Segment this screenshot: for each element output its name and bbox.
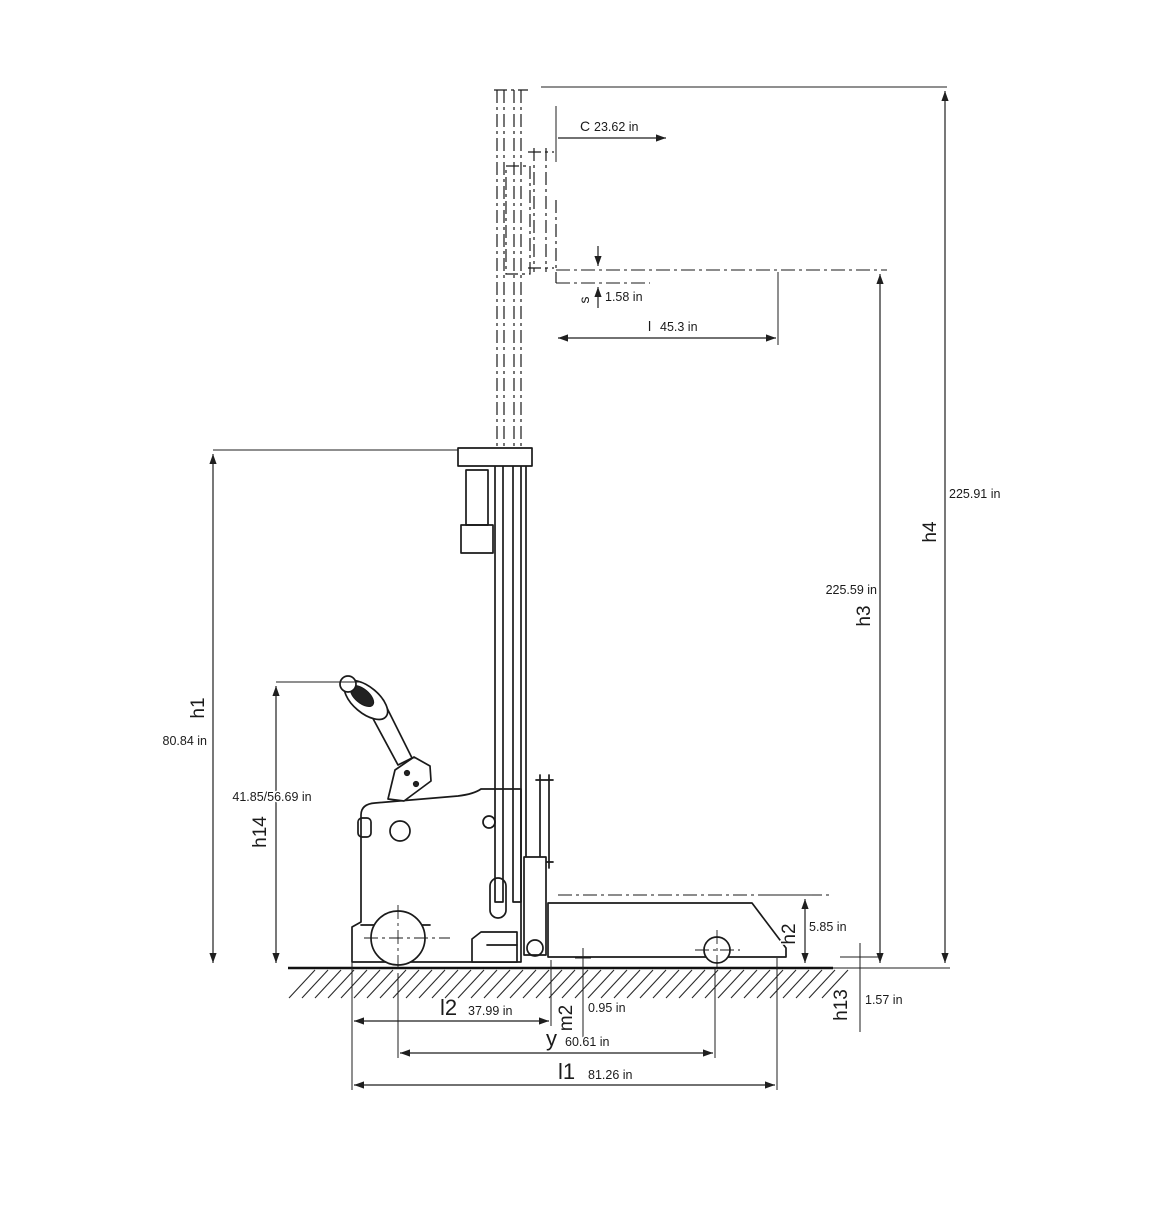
tiller-console	[387, 756, 432, 802]
lift-cylinder	[465, 469, 489, 526]
drive-wheel	[364, 905, 450, 974]
dim-h14: h14 41.85/56.69 in	[231, 686, 313, 963]
fork-raised-phantom	[556, 269, 887, 284]
body-grip-slot	[489, 877, 507, 919]
dim-h2-label: h2	[779, 923, 800, 944]
dim-s-label: s	[576, 297, 592, 304]
dim-l: l 45.3 in	[558, 317, 776, 342]
tiller-handle	[339, 675, 389, 721]
dim-m2: m2 0.95 in	[555, 1000, 628, 1033]
dim-h3: h3 225.59 in	[824, 274, 884, 963]
dim-h1-label: h1	[188, 697, 209, 718]
body-round-hole	[389, 820, 411, 842]
dim-h14-value: 41.85/56.69 in	[232, 790, 311, 804]
dim-l1-label: l1	[558, 1059, 575, 1084]
front-foot	[471, 931, 518, 963]
body-vent	[357, 817, 372, 838]
mast	[457, 447, 533, 903]
dim-y-label: y	[546, 1026, 557, 1051]
dim-s: s 1.58 in	[575, 246, 644, 308]
dim-l-label: l	[648, 318, 651, 334]
dim-h2-value: 5.85 in	[809, 920, 847, 934]
dim-h4-label: h4	[920, 521, 941, 543]
dim-l2: l2 37.99 in	[354, 994, 549, 1025]
dim-c-label: C	[580, 118, 590, 134]
dim-m2-value: 0.95 in	[588, 1001, 626, 1015]
dim-l1-value: 81.26 in	[588, 1068, 633, 1082]
dim-l2-label: l2	[440, 995, 457, 1020]
carriage-raised-phantom	[505, 148, 557, 283]
mast-extended-phantom	[494, 89, 528, 450]
dim-l1: l1 81.26 in	[354, 1058, 775, 1089]
dim-h1: h1 80.84 in	[161, 454, 217, 963]
dim-m2-label: m2	[556, 1005, 577, 1031]
stacker-vehicle	[339, 447, 787, 974]
dim-h1-value: 80.84 in	[163, 734, 208, 748]
dim-y-value: 60.61 in	[565, 1035, 610, 1049]
ground-hatch	[288, 969, 849, 999]
dim-h3-value: 225.59 in	[826, 583, 877, 597]
load-backrest	[535, 774, 554, 869]
dim-h4: h4 225.91 in	[919, 91, 1002, 963]
load-wheel	[695, 930, 740, 972]
dim-c-value: 23.62 in	[594, 120, 639, 134]
dim-y: y 60.61 in	[400, 1025, 713, 1057]
dim-c: C 23.62 in	[558, 117, 666, 142]
dim-h13-label: h13	[831, 989, 852, 1021]
extension-lines	[213, 86, 947, 1090]
fork-carriage	[523, 856, 547, 957]
dim-h13: h13 1.57 in	[830, 988, 905, 1023]
dim-h2: h2 5.85 in	[778, 899, 848, 963]
dim-h13-value: 1.57 in	[865, 993, 903, 1007]
fork	[547, 902, 787, 958]
dim-l-value: 45.3 in	[660, 320, 698, 334]
dim-h4-value: 225.91 in	[949, 487, 1000, 501]
mast-cap	[457, 447, 533, 467]
dim-h3-label: h3	[854, 605, 875, 626]
dim-l2-value: 37.99 in	[468, 1004, 513, 1018]
dim-s-value: 1.58 in	[605, 290, 643, 304]
dim-h14-label: h14	[250, 816, 271, 848]
